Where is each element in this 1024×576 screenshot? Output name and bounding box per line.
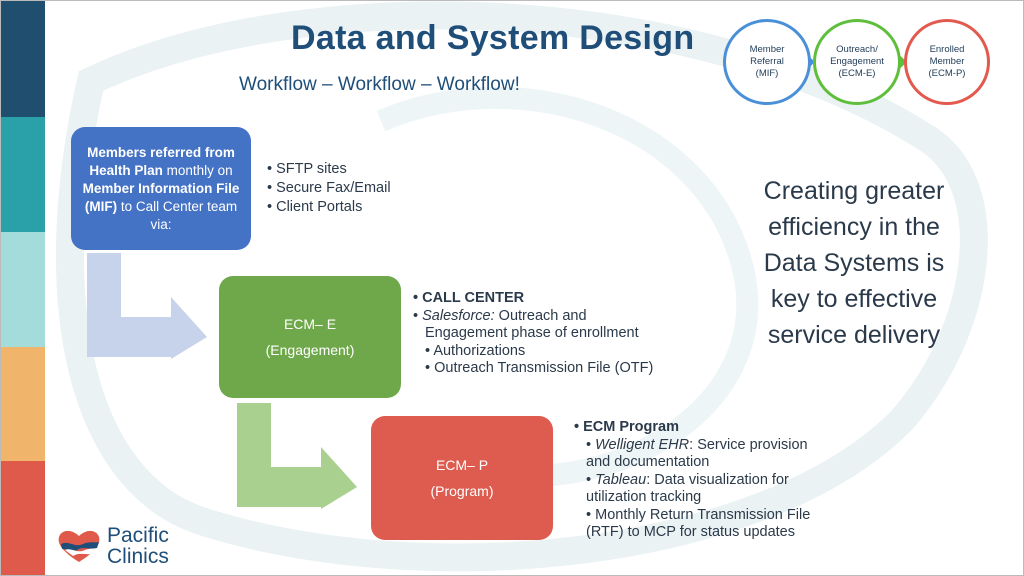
list-item: Welligent EHR: Service provision — [574, 437, 810, 455]
list-item: SFTP sites — [267, 160, 391, 179]
efficiency-callout: Creating greater efficiency in the Data … — [763, 177, 945, 349]
stripe-orange — [1, 347, 45, 461]
logo-line-2: Clinics — [107, 545, 169, 568]
ecm-program-heading: ECM Program — [574, 419, 810, 437]
stripe-teal — [1, 117, 45, 232]
list-item: Authorizations — [413, 343, 653, 361]
bent-arrow-green — [237, 403, 357, 509]
list-item-continued: (RTF) to MCP for status updates — [586, 524, 795, 540]
list-item: Salesforce: Outreach and — [413, 308, 653, 326]
bent-arrow-blue — [87, 253, 207, 359]
referral-channels-list: SFTP sites Secure Fax/Email Client Porta… — [267, 160, 391, 217]
list-item: Outreach Transmission File (OTF) — [413, 360, 653, 378]
list-item: Tableau: Data visualization for — [574, 472, 810, 490]
stripe-light-teal — [1, 232, 45, 347]
list-item-continued: and documentation — [586, 454, 710, 470]
list-item-continued: utilization tracking — [586, 489, 702, 505]
ecm-program-list: ECM Program Welligent EHR: Service provi… — [574, 419, 810, 542]
flow-circle-outreach-engagement: Outreach/Engagement(ECM-E) — [813, 19, 901, 105]
call-center-heading: CALL CENTER — [413, 290, 653, 308]
ecm-e-box: ECM– E (Engagement) — [219, 276, 401, 398]
page-title: Data and System Design — [291, 19, 695, 57]
ecm-p-box: ECM– P (Program) — [371, 416, 553, 540]
list-item: Secure Fax/Email — [267, 179, 390, 198]
list-item: Monthly Return Transmission File — [574, 507, 810, 525]
call-center-list: CALL CENTER Salesforce: Outreach and Eng… — [413, 290, 653, 378]
logo-line-1: Pacific — [107, 524, 169, 547]
stripe-red — [1, 461, 45, 575]
pacific-clinics-logo: Pacific Clinics — [57, 525, 169, 567]
list-item: Client Portals — [267, 198, 391, 217]
list-item-continued: Engagement phase of enrollment — [425, 325, 639, 341]
members-referred-box: Members referred from Health Plan monthl… — [71, 127, 251, 250]
heart-wave-icon — [58, 530, 100, 562]
page-subtitle: Workflow – Workflow – Workflow! — [239, 74, 520, 95]
stripe-navy — [1, 1, 45, 117]
